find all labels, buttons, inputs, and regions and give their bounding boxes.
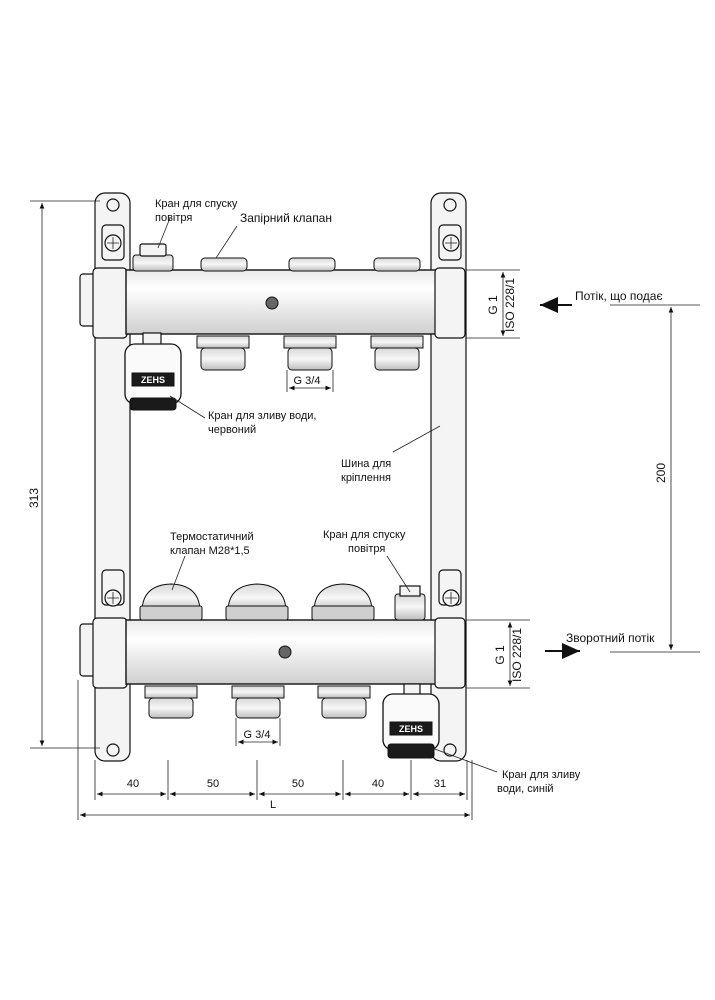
shutoff-valve-label: Запірний клапан (240, 211, 332, 225)
mount-rail-label-2: кріплення (341, 472, 391, 484)
drain-valve-red: ZEHS (124, 332, 182, 411)
outlets-bottom (144, 685, 371, 719)
dim-50-b: 50 (292, 778, 304, 790)
dim-L: L (270, 799, 276, 811)
thermo-valve-label-1: Термостатичний (170, 531, 254, 543)
thread-g1-top: G 1 (486, 295, 500, 315)
dim-200: 200 (654, 463, 668, 483)
air-vent-top-label-1: Кран для спуску (155, 198, 238, 210)
return-flow-arrow: Зворотний потік (545, 631, 655, 659)
shutoff-valve-caps-top (132, 243, 421, 272)
drain-red-label-2: червоний (208, 424, 256, 436)
air-vent-bottom-label-2: повітря (348, 543, 385, 555)
screw-icon (104, 234, 460, 607)
outlets-top (196, 335, 424, 371)
dimension-thread-top: G 1 ISO 228/1 (466, 269, 520, 339)
callout-leaders (157, 217, 498, 773)
dimension-center-200: 200 (610, 304, 700, 653)
thermo-valve-label-2: клапан M28*1,5 (170, 545, 250, 557)
dim-50-a: 50 (207, 778, 219, 790)
air-vent-bottom-label-1: Кран для спуску (323, 529, 406, 541)
mount-rail-label-1: Шина для (341, 458, 391, 470)
outlet-g34-bottom: G 3/4 (244, 729, 271, 741)
dimension-thread-bottom: G 1 ISO 228/1 (466, 619, 530, 689)
dimension-height-313: 313 (27, 200, 100, 749)
dimension-spacing-chain: 40 50 50 40 31 (94, 760, 468, 800)
dim-40-a: 40 (127, 778, 139, 790)
supply-flow-label: Потік, що подає (575, 289, 663, 303)
dim-31: 31 (434, 778, 446, 790)
dimension-length-L: L (77, 680, 473, 820)
outlet-g34-top: G 3/4 (294, 375, 321, 387)
supply-manifold-bar (79, 267, 466, 339)
return-flow-label: Зворотний потік (566, 631, 655, 645)
dim-40-b: 40 (372, 778, 384, 790)
iso-bottom: ISO 228/1 (510, 628, 524, 682)
callout-labels: Кран для спуску повітря Запірний клапан … (155, 198, 581, 795)
dimension-outlet-bottom: G 3/4 (235, 718, 281, 746)
thread-g1-bottom: G 1 (493, 645, 507, 665)
return-manifold-bar (79, 617, 466, 689)
drain-blue-label-1: Кран для зливу (502, 769, 581, 781)
iso-top: ISO 228/1 (503, 278, 517, 332)
dim-313: 313 (27, 488, 41, 508)
brand-logo-red: ZEHS (141, 375, 165, 385)
supply-flow-arrow: Потік, що подає (540, 289, 663, 313)
drain-blue-label-2: води, синій (497, 783, 554, 795)
thermostatic-valves (139, 583, 375, 621)
air-vent-top-label-2: повітря (155, 212, 192, 224)
air-vent-bottom (394, 585, 426, 621)
drain-valve-blue: ZEHS (382, 683, 440, 759)
dimension-outlet-top: G 3/4 (286, 370, 334, 392)
drain-red-label-1: Кран для зливу води, (208, 410, 316, 422)
brand-logo-blue: ZEHS (399, 724, 423, 734)
